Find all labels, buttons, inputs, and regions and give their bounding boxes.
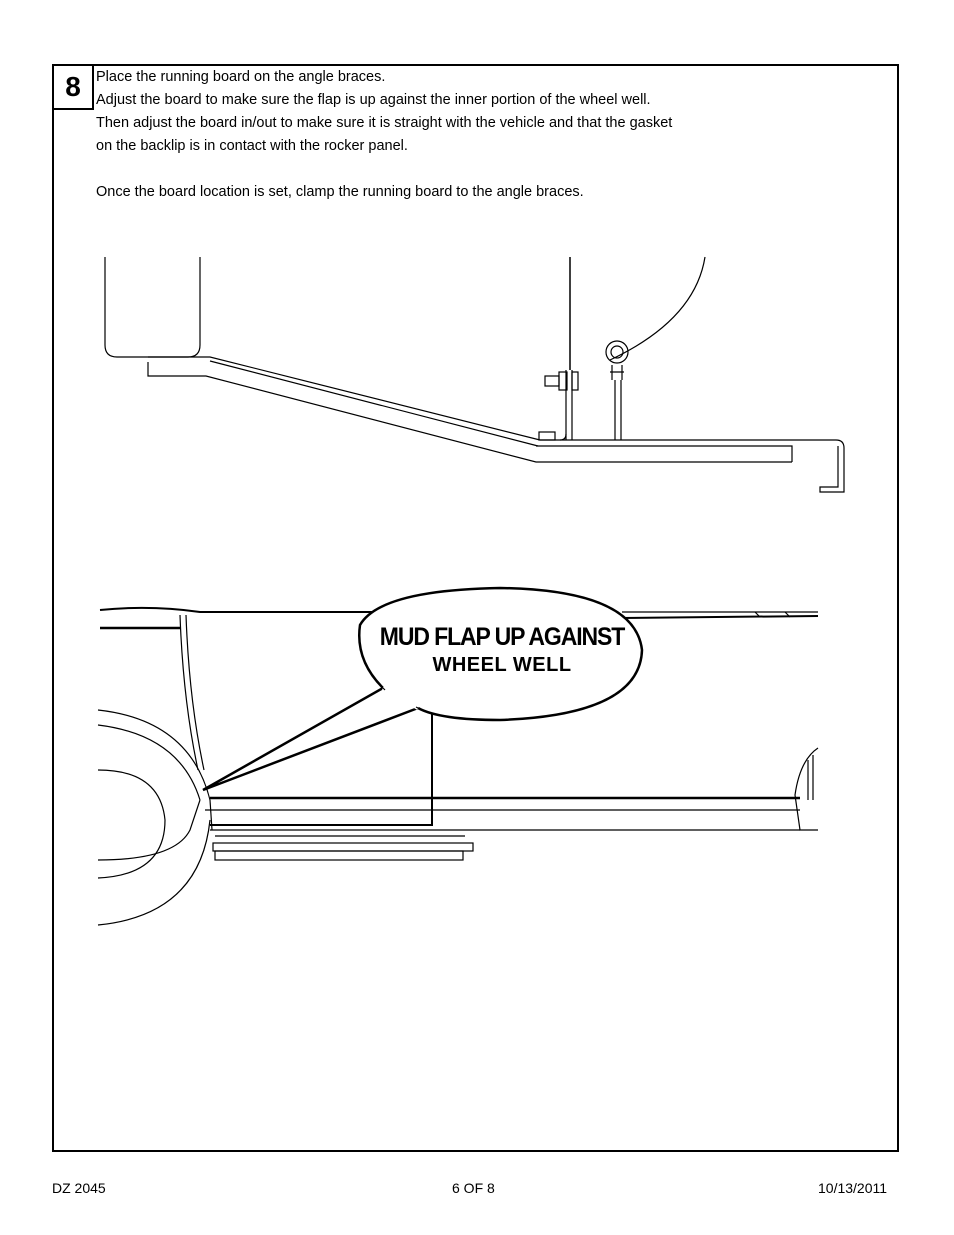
instruction-line-2: Adjust the board to make sure the flap i… (96, 92, 651, 108)
step-number: 8 (52, 64, 94, 110)
callout-line-1: MUD FLAP UP AGAINST (379, 623, 625, 651)
callout-line-2: WHEEL WELL (432, 654, 572, 676)
instructions: Place the running board on the angle bra… (96, 66, 796, 204)
instruction-line-4: on the backlip is in contact with the ro… (96, 138, 408, 154)
footer-page-number: 6 OF 8 (452, 1180, 495, 1196)
side-view-drawing (97, 586, 819, 926)
callout-mud-flap: MUD FLAP UP AGAINST WHEEL WELL (362, 622, 642, 678)
instruction-line-1: Place the running board on the angle bra… (96, 69, 386, 85)
footer-part-number: DZ 2045 (52, 1180, 106, 1196)
cross-section-drawing (104, 256, 845, 493)
step-frame (52, 64, 899, 1152)
footer-date: 10/13/2011 (818, 1180, 888, 1196)
instruction-line-5: Once the board location is set, clamp th… (96, 184, 584, 200)
instruction-line-3: Then adjust the board in/out to make sur… (96, 115, 673, 131)
